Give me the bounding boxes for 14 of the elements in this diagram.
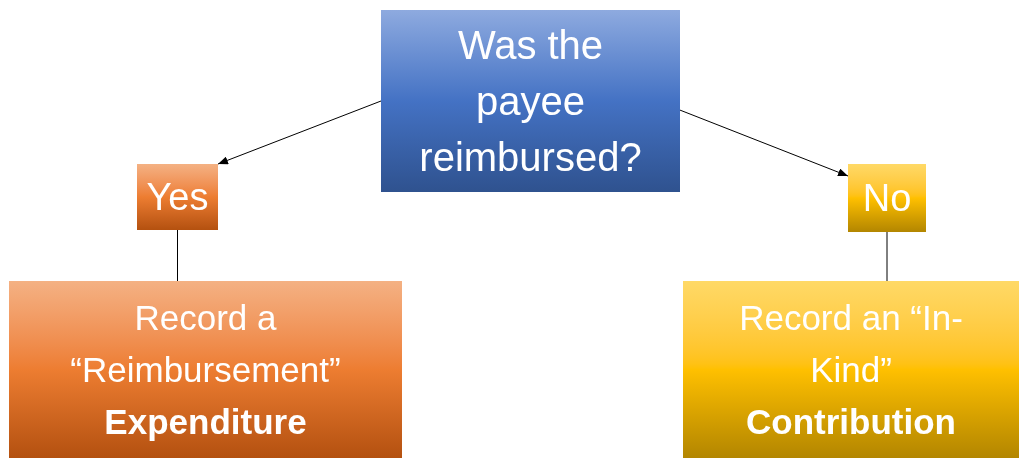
box-label: Yes xyxy=(145,174,210,220)
box-label: Was the payee reimbursed? xyxy=(418,22,643,181)
answer-box xyxy=(137,164,218,230)
result-box xyxy=(9,281,402,458)
box-label: Record a “Reimbursement” Expenditure xyxy=(69,296,342,443)
answer-box xyxy=(848,164,926,232)
result-box xyxy=(683,281,1019,458)
arrow xyxy=(679,109,849,177)
arrow xyxy=(217,100,382,165)
connector-line xyxy=(177,229,178,282)
box-label: Record an “In-Kind” Contribution xyxy=(738,296,964,443)
connector-line xyxy=(886,231,888,282)
question-box xyxy=(381,10,680,192)
box-label: No xyxy=(861,175,913,221)
